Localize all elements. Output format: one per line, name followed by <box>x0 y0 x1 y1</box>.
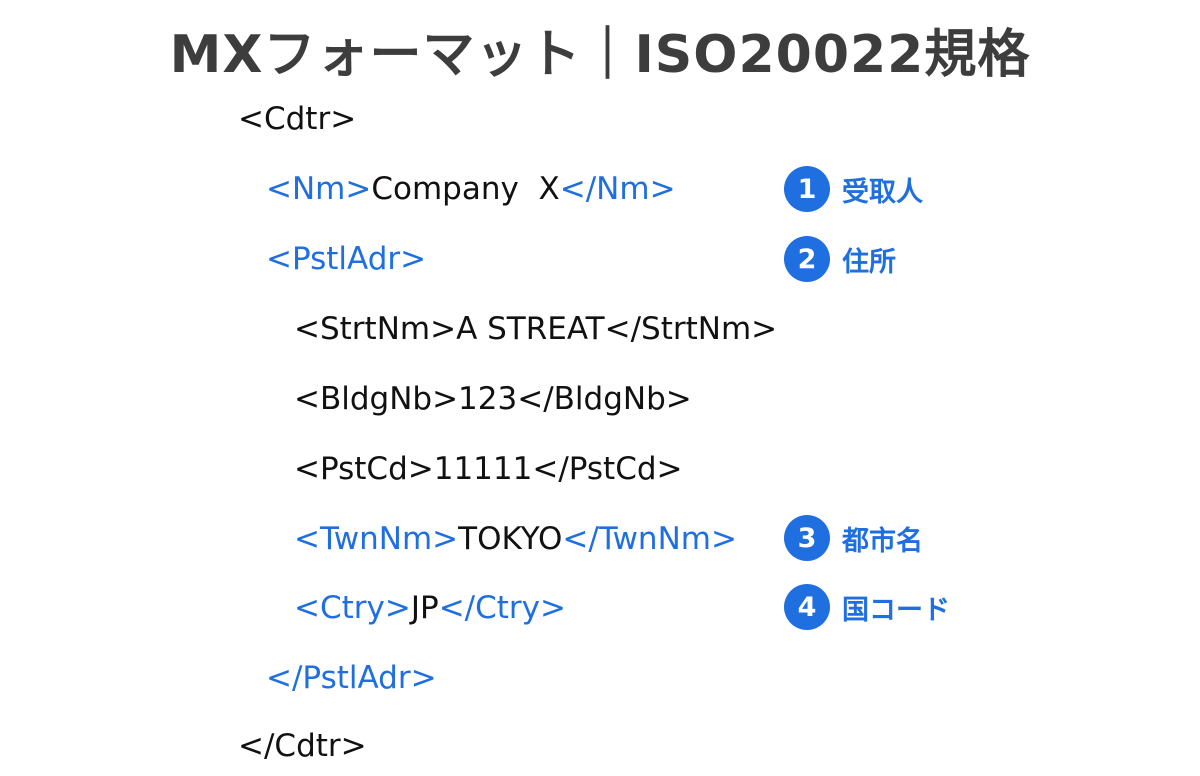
value-ctry: JP <box>410 590 439 626</box>
element-bldgnb: <BldgNb>123</BldgNb> <box>294 381 692 417</box>
badge-number-circle: 1 <box>784 166 830 212</box>
tag-pstladr-close: </PstlAdr> <box>266 660 437 696</box>
code-line-strtnm: <StrtNm>A STREAT</StrtNm> <box>294 304 777 354</box>
element-pstcd: <PstCd>11111</PstCd> <box>294 451 683 487</box>
tag-twnnm-open: <TwnNm> <box>294 521 459 557</box>
badge-number-circle: 4 <box>784 584 830 630</box>
code-line-twnnm: <TwnNm>TOKYO</TwnNm> <box>294 514 737 564</box>
badge-number-circle: 3 <box>784 515 830 561</box>
tag-ctry-open: <Ctry> <box>294 590 411 626</box>
page-title: MXフォーマット｜ISO20022規格 <box>169 25 1031 85</box>
code-line-pstladr-open: <PstlAdr> <box>266 234 426 284</box>
badge-label: 都市名 <box>842 525 923 557</box>
code-line-ctry: <Ctry>JP</Ctry> <box>294 583 566 633</box>
badge-country-code: 4 国コード <box>784 584 950 630</box>
badge-number-circle: 2 <box>784 236 830 282</box>
value-nm: Company X <box>371 171 560 207</box>
code-line-pstcd: <PstCd>11111</PstCd> <box>294 444 683 494</box>
value-twnnm: TOKYO <box>458 521 563 557</box>
tag-cdtr-close: </Cdtr> <box>238 728 367 764</box>
badge-label: 受取人 <box>842 176 923 208</box>
badge-city: 3 都市名 <box>784 515 923 561</box>
code-line-nm: <Nm>Company X</Nm> <box>266 164 676 214</box>
code-line-pstladr-close: </PstlAdr> <box>266 653 437 703</box>
tag-cdtr-open: <Cdtr> <box>238 101 357 137</box>
code-line-cdtr-close: </Cdtr> <box>238 721 367 771</box>
code-line-cdtr-open: <Cdtr> <box>238 94 356 144</box>
tag-nm-open: <Nm> <box>266 171 372 207</box>
tag-nm-close: </Nm> <box>559 171 676 207</box>
tag-ctry-close: </Ctry> <box>438 590 566 626</box>
tag-pstladr-open: <PstlAdr> <box>266 241 427 277</box>
tag-twnnm-close: </TwnNm> <box>562 521 737 557</box>
element-strtnm: <StrtNm>A STREAT</StrtNm> <box>294 311 778 347</box>
code-line-bldgnb: <BldgNb>123</BldgNb> <box>294 374 692 424</box>
badge-recipient: 1 受取人 <box>784 166 923 212</box>
badge-label: 住所 <box>842 246 896 278</box>
badge-label: 国コード <box>842 594 950 626</box>
badge-address: 2 住所 <box>784 236 896 282</box>
